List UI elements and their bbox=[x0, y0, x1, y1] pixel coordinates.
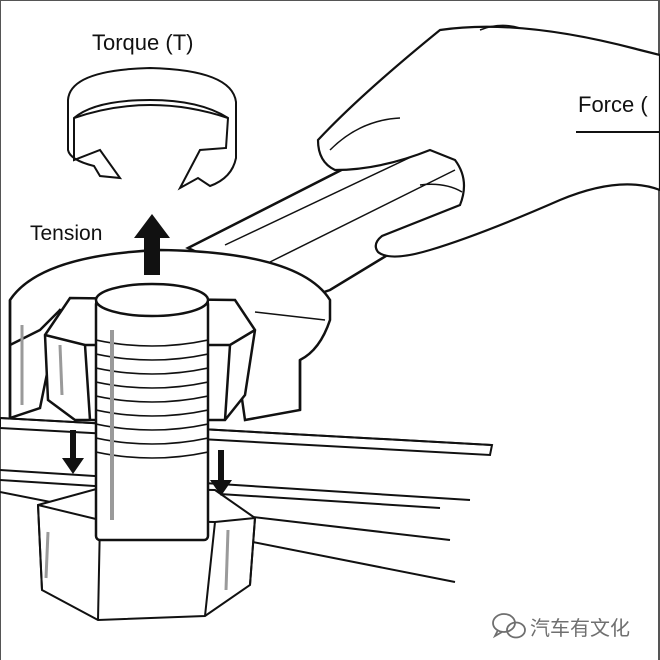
watermark-text: 汽车有文化 bbox=[530, 616, 630, 640]
torque-label: Torque (T) bbox=[92, 30, 193, 55]
down-arrow-right-icon bbox=[210, 450, 232, 496]
wechat-icon bbox=[492, 613, 526, 639]
bolt-shaft bbox=[94, 282, 210, 542]
hand-illustration bbox=[316, 24, 660, 258]
down-arrow-left-icon bbox=[62, 430, 84, 474]
torque-rotation-icon bbox=[67, 66, 237, 191]
tension-arrow-icon bbox=[134, 214, 170, 275]
tension-label: Tension bbox=[30, 222, 102, 245]
watermark: 汽车有文化 bbox=[492, 613, 630, 640]
force-label: Force ( bbox=[578, 92, 648, 117]
